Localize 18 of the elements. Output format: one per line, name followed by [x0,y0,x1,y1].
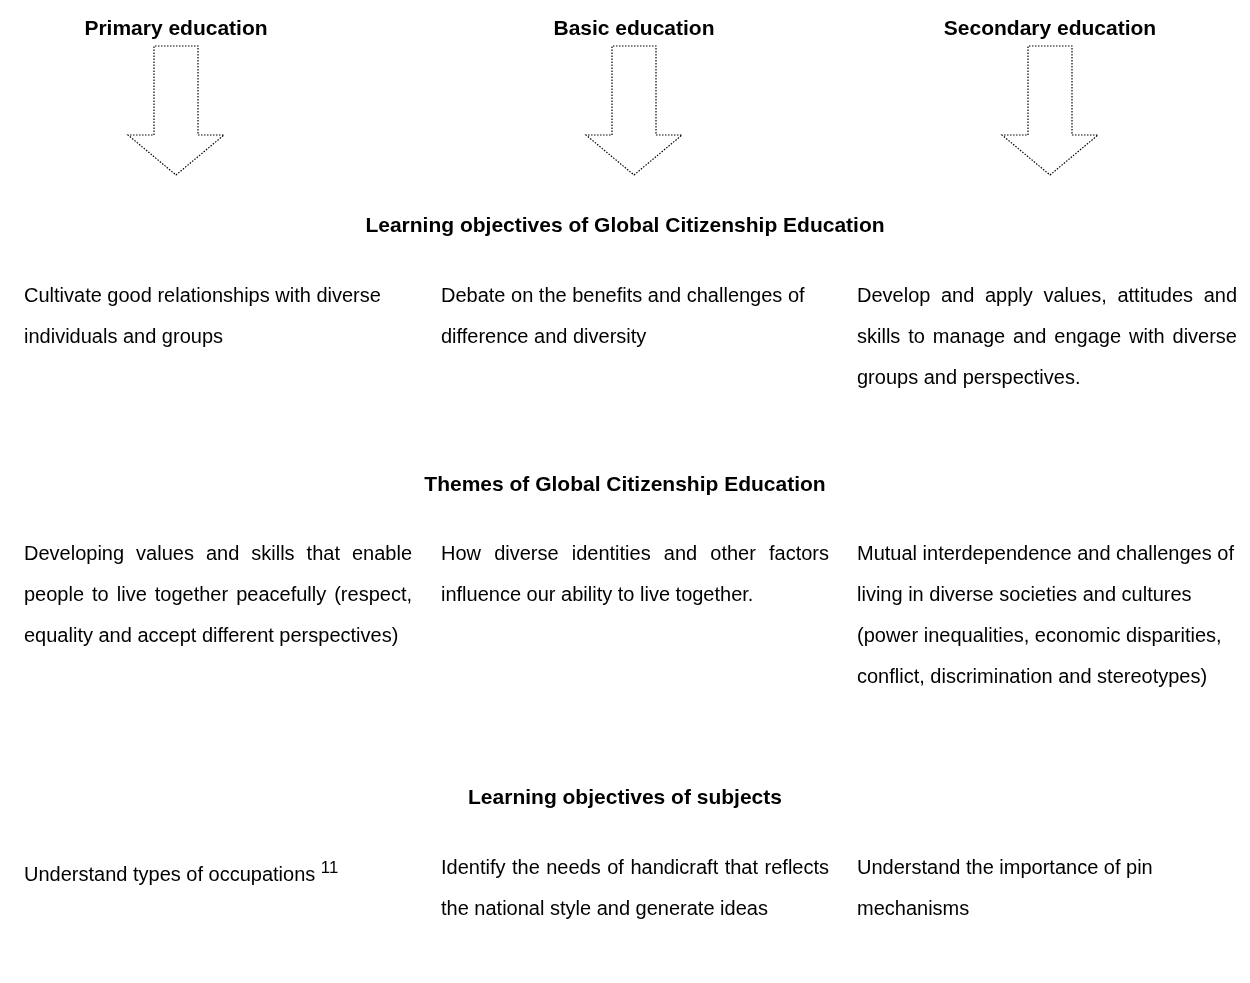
level-heading: Secondary education [870,12,1230,44]
objective-text: Understand the importance of pin mechanisms [857,855,1154,921]
section-heading: Learning objectives of Global Citizenship Education [364,212,886,238]
objective-text: Mutual interdependence and challenges of living in diverse societies and cultures (power inequalities, economic disparities, conflict, discrimination and stereotypes) [857,541,1235,689]
block-arrow [584,45,684,176]
section-heading: Themes of Global Citizenship Education [423,471,827,497]
level-heading: Primary education [0,12,356,44]
block-arrow [126,45,226,176]
objective-text: Understand types of occupations $^{11}$ [24,857,340,887]
block-arrow [1000,45,1100,176]
objective-text: Debate on the benefits and challenges of difference and diversity [441,283,806,349]
objective-text: Developing values and skills that enable people to live together peacefully (respect, equality and accept different perspectives) [24,541,412,648]
level-heading: Basic education [454,12,814,44]
objective-text: How diverse identities and other factors influence our ability to live together. [441,541,829,607]
objective-text: Cultivate good relationships with diverse individuals and groups [24,283,382,349]
objective-text: Develop and apply values, attitudes and skills to manage and engage with diverse groups and perspectives. [857,283,1237,390]
section-heading: Learning objectives of subjects [467,784,783,810]
objective-text: Identify the needs of handicraft that reflects the national style and generate ideas [441,855,829,921]
